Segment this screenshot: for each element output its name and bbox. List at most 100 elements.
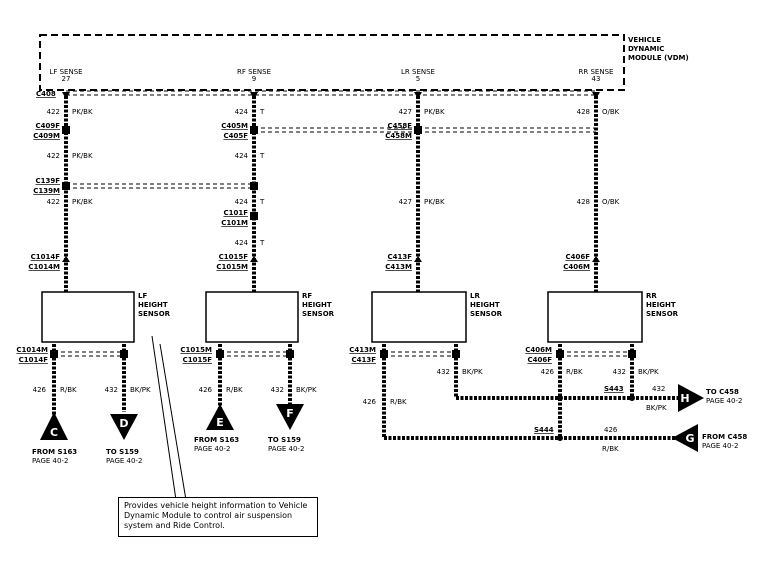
pin-label-lf: LF SENSE bbox=[49, 68, 82, 76]
g-wire-number: 426 bbox=[604, 426, 618, 434]
vdm-module-box bbox=[39, 34, 625, 91]
connector-c405m: C405M bbox=[221, 122, 248, 130]
connector-c406f-top: C406F bbox=[565, 253, 590, 261]
rr-wire1-color: O/BK bbox=[602, 108, 620, 116]
lf-sensor-line3: SENSOR bbox=[138, 310, 171, 318]
lf-sensor-line1: LF bbox=[138, 292, 147, 300]
connector-c1014f-top: C1014F bbox=[31, 253, 61, 261]
rr-wire2-number: 428 bbox=[577, 198, 590, 206]
description-note: Provides vehicle height information to V… bbox=[118, 497, 318, 537]
destination-f-triangle bbox=[276, 404, 304, 430]
lr-wire1-number: 427 bbox=[399, 108, 412, 116]
destination-e-triangle bbox=[206, 404, 234, 430]
rf-bottom-wire2-number: 432 bbox=[271, 386, 284, 394]
rr-bottom-wire2-number: 432 bbox=[613, 368, 626, 376]
pin-number-rf: 9 bbox=[252, 75, 256, 83]
connector-c406m-bottom: C406M bbox=[525, 346, 552, 354]
connector-c1015f-bottom: C1015F bbox=[183, 356, 213, 364]
vdm-name-line2: DYNAMIC bbox=[628, 45, 664, 53]
rf-sensor-line3: SENSOR bbox=[302, 310, 335, 318]
lr-sensor-line2: HEIGHT bbox=[470, 301, 500, 309]
rr-bottom-wire1-color: R/BK bbox=[566, 368, 583, 376]
rr-sensor-line2: HEIGHT bbox=[646, 301, 676, 309]
pin-number-lr: 5 bbox=[416, 75, 420, 83]
rf-wire3-number: 424 bbox=[235, 198, 249, 206]
connector-c1015m-bottom: C1015M bbox=[180, 346, 212, 354]
destination-e-line2: PAGE 40-2 bbox=[194, 445, 230, 453]
connector-c101f: C101F bbox=[223, 209, 248, 217]
connector-c405f: C405F bbox=[223, 132, 248, 140]
note-leader-line-2 bbox=[159, 343, 187, 501]
rf-bottom-wire1-number: 426 bbox=[199, 386, 213, 394]
destination-c-letter: C bbox=[50, 426, 58, 439]
lf-wire2-number: 422 bbox=[47, 152, 60, 160]
connector-c139f: C139F bbox=[35, 177, 60, 185]
lf-sensor-line2: HEIGHT bbox=[138, 301, 168, 309]
connector-c458f: C458F bbox=[387, 122, 412, 130]
h-wire-color: BK/PK bbox=[646, 404, 667, 412]
connector-dash-lines bbox=[54, 90, 632, 357]
lr-bottom-wire1-color: R/BK bbox=[390, 398, 407, 406]
destination-g-line1: FROM C458 bbox=[702, 433, 747, 441]
rf-wire1-color: T bbox=[259, 108, 265, 116]
rr-sensor-line1: RR bbox=[646, 292, 657, 300]
pin-label-lr: LR SENSE bbox=[401, 68, 435, 76]
lf-wire3-number: 422 bbox=[47, 198, 60, 206]
rf-wire3-color: T bbox=[259, 198, 265, 206]
rf-sensor-line1: RF bbox=[302, 292, 312, 300]
connector-c413m-top: C413M bbox=[385, 263, 412, 271]
lf-bottom-wire2-color: BK/PK bbox=[130, 386, 151, 394]
lr-height-sensor-box bbox=[371, 291, 467, 343]
destination-f-letter: F bbox=[286, 407, 294, 420]
destination-c-line1: FROM S163 bbox=[32, 448, 77, 456]
destination-f-line1: TO S159 bbox=[268, 436, 301, 444]
connector-c409m: C409M bbox=[33, 132, 60, 140]
pin-label-rr: RR SENSE bbox=[579, 68, 614, 76]
splice-s444-label: S444 bbox=[534, 426, 554, 434]
rr-height-sensor-box bbox=[547, 291, 643, 343]
lr-wire2-number: 427 bbox=[399, 198, 412, 206]
rr-wire1-number: 428 bbox=[577, 108, 590, 116]
destination-f-line2: PAGE 40-2 bbox=[268, 445, 304, 453]
rr-sensor-line3: SENSOR bbox=[646, 310, 679, 318]
lf-wire2-color: PK/BK bbox=[72, 152, 93, 160]
rf-wire4-color: T bbox=[259, 239, 265, 247]
rf-wire2-number: 424 bbox=[235, 152, 249, 160]
destination-h-line1: TO C458 bbox=[706, 388, 739, 396]
destination-g-letter: G bbox=[685, 432, 694, 445]
vdm-name-line3: MODULE (VDM) bbox=[628, 54, 689, 62]
lf-wire1-number: 422 bbox=[47, 108, 60, 116]
connector-c409f: C409F bbox=[35, 122, 60, 130]
connector-c408: C408 bbox=[36, 90, 56, 98]
rf-bottom-wire1-color: R/BK bbox=[226, 386, 243, 394]
connector-glyphs bbox=[50, 92, 636, 441]
pin-number-rr: 43 bbox=[592, 75, 601, 83]
destination-e-letter: E bbox=[216, 416, 224, 429]
destination-c-line2: PAGE 40-2 bbox=[32, 457, 68, 465]
destination-d-line2: PAGE 40-2 bbox=[106, 457, 142, 465]
splice-s443-label: S443 bbox=[604, 385, 624, 393]
lf-bottom-wire1-number: 426 bbox=[33, 386, 47, 394]
h-wire-number: 432 bbox=[652, 385, 665, 393]
connector-c1014m-bottom: C1014M bbox=[16, 346, 48, 354]
connector-c1014f-bottom: C1014F bbox=[19, 356, 49, 364]
note-leader-line-1 bbox=[151, 335, 177, 501]
destination-g-triangle bbox=[672, 424, 698, 452]
pin-number-lf: 27 bbox=[62, 75, 71, 83]
destination-d-letter: D bbox=[119, 417, 128, 430]
connector-c406m-top: C406M bbox=[563, 263, 590, 271]
rf-sensor-line2: HEIGHT bbox=[302, 301, 332, 309]
connector-c413f-bottom: C413F bbox=[351, 356, 376, 364]
rr-wire2-color: O/BK bbox=[602, 198, 620, 206]
connector-c413m-bottom: C413M bbox=[349, 346, 376, 354]
connector-c1014m-top: C1014M bbox=[28, 263, 60, 271]
connector-c406f-bottom: C406F bbox=[527, 356, 552, 364]
destination-h-triangle bbox=[678, 384, 704, 412]
vdm-name-line1: VEHICLE bbox=[628, 36, 661, 44]
connector-c139m: C139M bbox=[33, 187, 60, 195]
lf-wire1-color: PK/BK bbox=[72, 108, 93, 116]
connector-c413f-top: C413F bbox=[387, 253, 412, 261]
lf-bottom-wire2-number: 432 bbox=[105, 386, 118, 394]
g-wire-color: R/BK bbox=[602, 445, 619, 453]
connector-c1015f-top: C1015F bbox=[219, 253, 249, 261]
